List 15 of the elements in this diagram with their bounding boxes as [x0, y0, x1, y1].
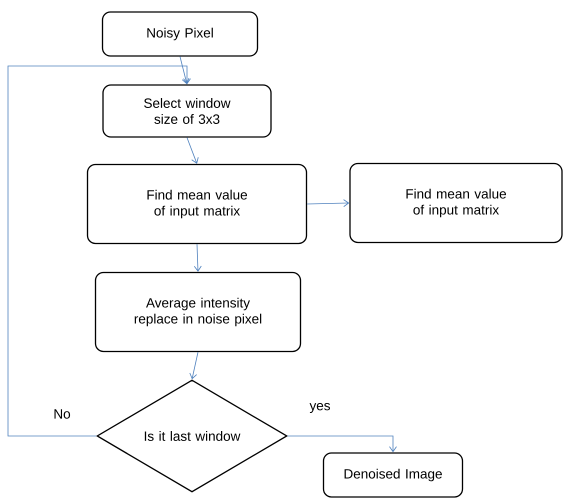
process-box: Select window size of 3x3: [102, 84, 272, 138]
edge-label: yes: [308, 402, 332, 414]
arrow: [189, 352, 198, 380]
process-box: Denoised Image: [322, 452, 464, 498]
process-box: Find mean value of input matrix: [86, 164, 308, 244]
arrow: [287, 436, 397, 452]
process-box: Noisy Pixel: [102, 11, 258, 57]
arrow: [194, 244, 202, 272]
process-box: Find mean value of input matrix: [349, 162, 563, 244]
process-box: Average intensity replace in noise pixel: [94, 272, 302, 352]
arrow: [180, 56, 190, 84]
arrow: [186, 137, 199, 164]
arrow: [8, 66, 191, 436]
arrow: [306, 199, 350, 208]
edge-label: No: [52, 408, 72, 420]
